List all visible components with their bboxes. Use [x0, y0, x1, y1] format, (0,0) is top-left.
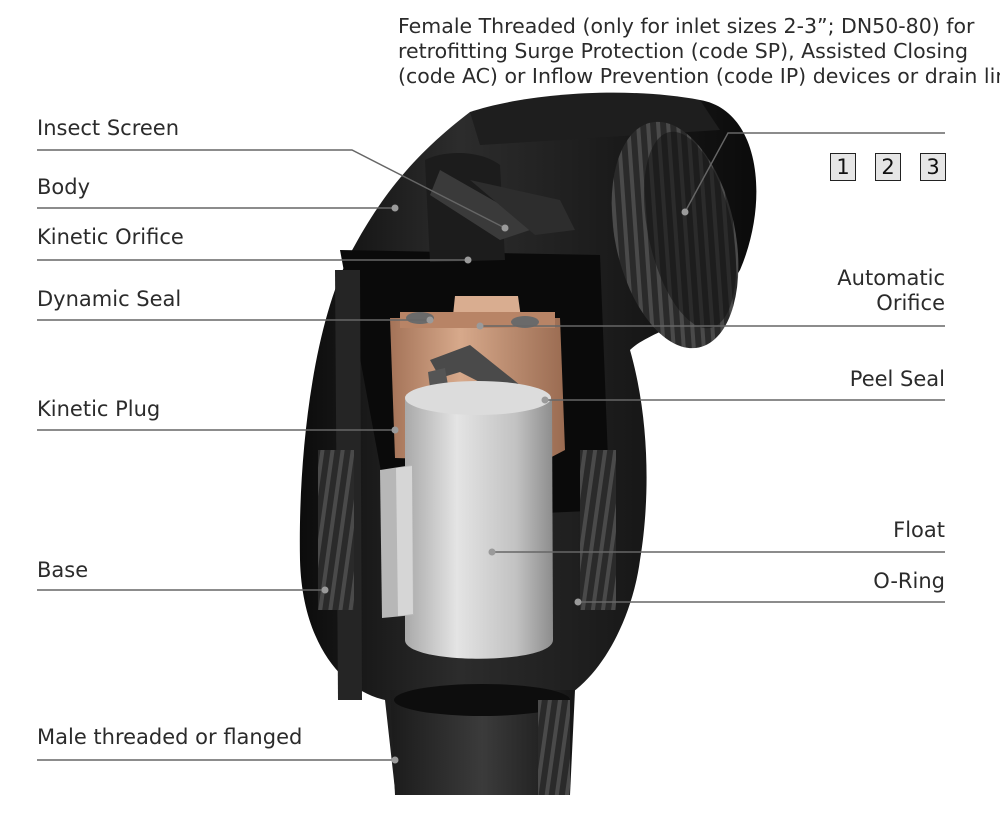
label-body: Body [37, 175, 91, 199]
label-float: Float [893, 518, 945, 542]
note-line-2: retrofitting Surge Protection (code SP),… [398, 39, 969, 63]
note-line-1: Female Threaded (only for inlet sizes 2-… [398, 14, 975, 38]
female-threaded-note: Female Threaded (only for inlet sizes 2-… [398, 14, 1000, 89]
label-kinetic-orifice: Kinetic Orifice [37, 225, 184, 249]
label-insect-screen: Insect Screen [37, 116, 180, 140]
label-male-threaded: Male threaded or flanged [37, 725, 303, 749]
label-kinetic-plug: Kinetic Plug [37, 397, 161, 421]
label-peel-seal: Peel Seal [849, 367, 945, 391]
note-line-3: (code AC) or Inflow Prevention (code IP)… [398, 64, 1000, 88]
label-automatic-orifice-line2: Orifice [876, 291, 945, 315]
insect-screen [430, 170, 575, 240]
leader-dots [321, 204, 689, 764]
option-box-3: 3 [920, 153, 946, 181]
label-o-ring: O-Ring [873, 569, 945, 593]
leader-lines [37, 132, 945, 761]
option-box-2: 2 [875, 153, 901, 181]
label-dynamic-seal: Dynamic Seal [37, 287, 182, 311]
label-base: Base [37, 558, 89, 582]
option-box-1: 1 [830, 153, 856, 181]
float [380, 381, 553, 659]
label-automatic-orifice-line1: Automatic [837, 266, 945, 290]
